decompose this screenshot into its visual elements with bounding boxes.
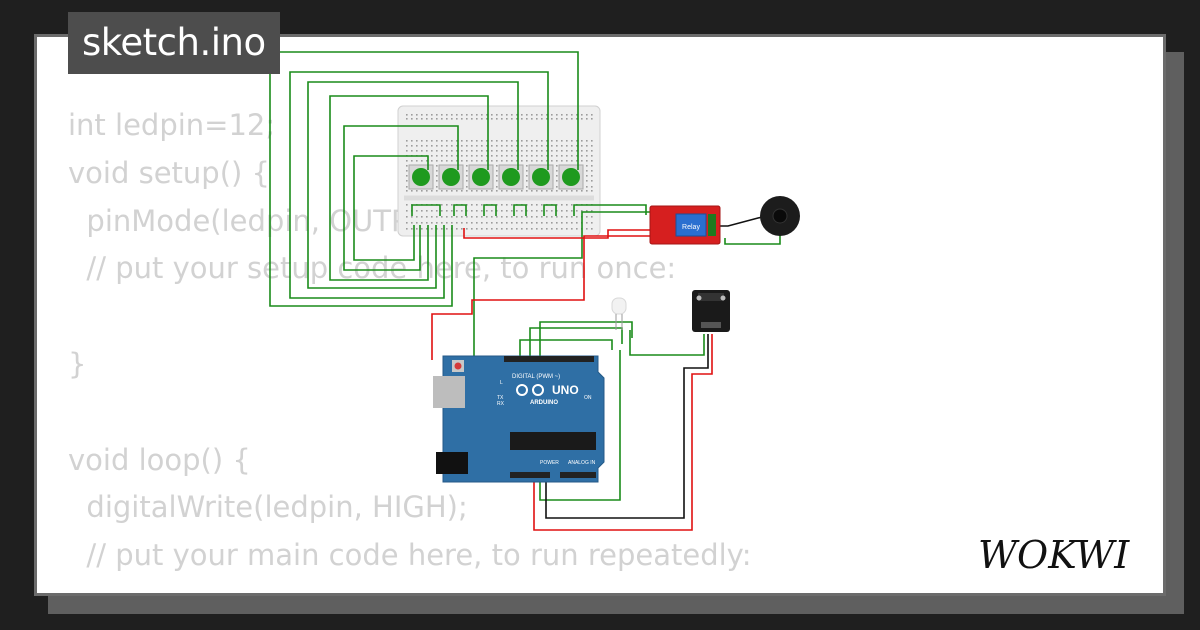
digital-label: DIGITAL (PWM ~) [512,374,560,380]
red-wires [431,228,713,531]
sensor-module[interactable] [692,290,730,332]
arduino-label: ARDUINO [530,400,558,406]
on-label: ON [584,395,592,401]
rx-label: RX [497,401,505,407]
push-button[interactable] [558,164,584,190]
push-button[interactable] [528,164,554,190]
push-buttons [408,164,584,190]
relay-module[interactable]: Relay [649,205,721,245]
code-line: digitalWrite(ledpin, HIGH); [68,490,468,525]
green-wires [269,51,781,501]
code-line: // put your setup code here, to run once… [68,251,677,286]
analog-label: ANALOG IN [568,460,596,466]
power-label: POWER [540,460,559,466]
code-line: int ledpin=12; [68,108,276,142]
wokwi-logo: WOKWI [978,533,1130,577]
file-tab[interactable]: sketch.ino [68,12,280,74]
push-button[interactable] [468,164,494,190]
push-button[interactable] [438,164,464,190]
code-editor: int ledpin=12;void setup() { pinMode(led… [68,102,752,580]
uno-label: UNO [552,383,579,397]
code-line: } [68,346,87,381]
led[interactable] [611,297,627,330]
code-line: void loop() { [68,442,251,477]
push-button[interactable] [408,164,434,190]
arduino-logo-icon [516,384,544,396]
tx-label: TX [497,395,504,401]
code-line: // put your main code here, to run repea… [68,538,752,573]
code-line: void setup() { [68,155,270,190]
buzzer[interactable] [760,196,800,236]
relay-label: Relay [682,224,700,231]
l-label: L [500,380,503,386]
push-button[interactable] [498,164,524,190]
arduino-uno[interactable]: DIGITAL (PWM ~) UNO ARDUINO POWER ANALOG… [433,355,605,483]
wokwi-logo-text: WOKWI [978,533,1130,577]
